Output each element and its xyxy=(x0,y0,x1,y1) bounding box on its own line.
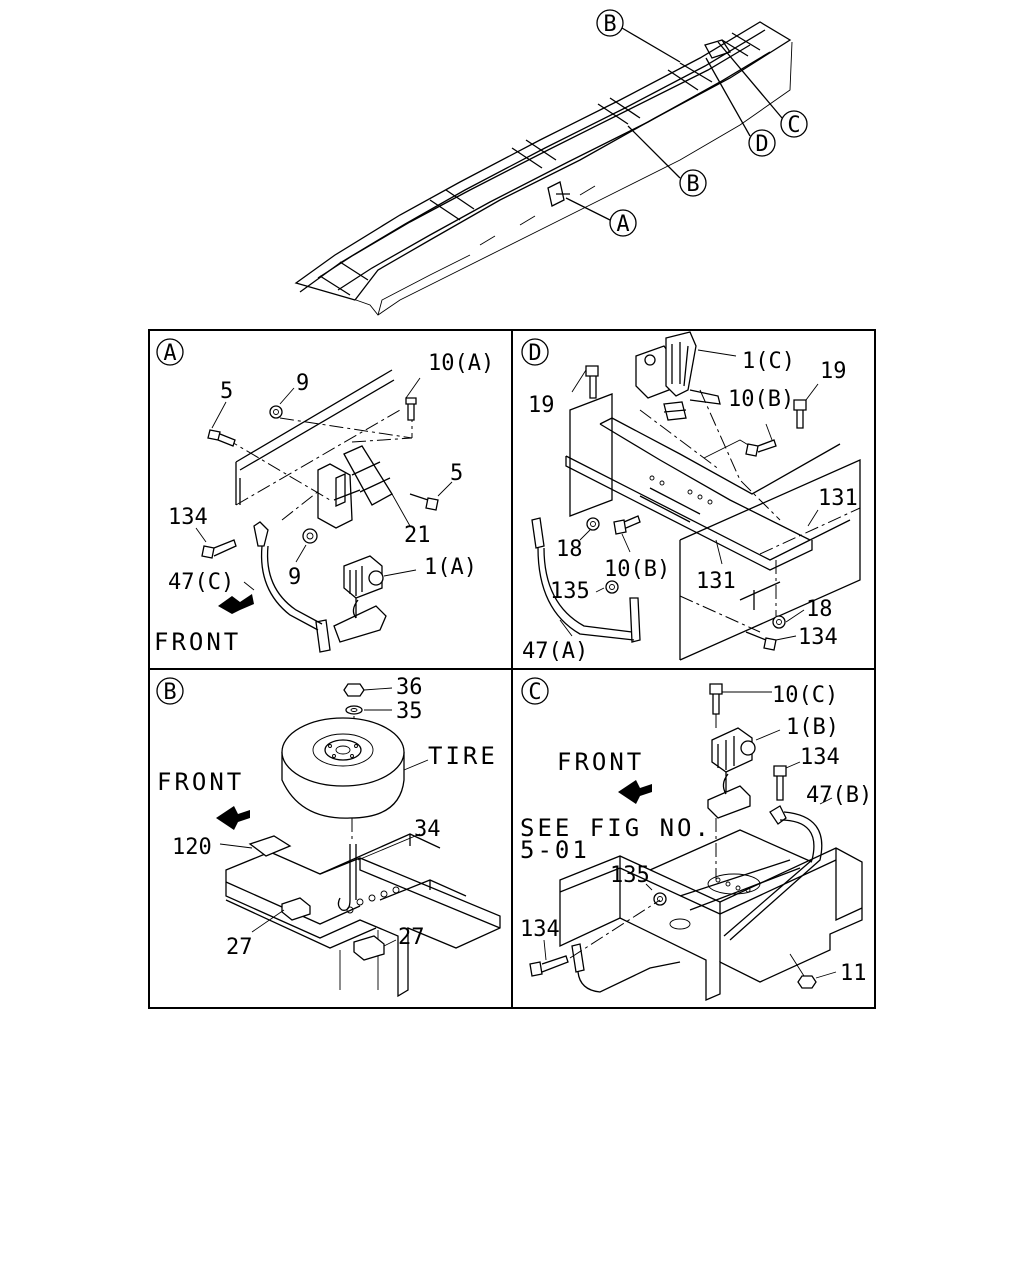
label-9-top: 9 xyxy=(296,371,309,396)
see-fig-number: 5-01 xyxy=(520,836,590,864)
panel-b: B xyxy=(156,675,501,998)
label-131-right: 131 xyxy=(818,486,858,511)
panel-grid xyxy=(148,329,876,1009)
pad-120-icon xyxy=(248,835,292,857)
label-1b: 1(B) xyxy=(786,715,839,740)
label-5-right: 5 xyxy=(450,461,463,486)
front-label-b: FRONT xyxy=(157,768,244,796)
label-134-c-left: 134 xyxy=(520,917,560,942)
callout-a-overview-label: A xyxy=(616,212,629,237)
label-1a: 1(A) xyxy=(424,555,477,580)
label-5-left: 5 xyxy=(220,379,233,404)
label-9-lower: 9 xyxy=(288,565,301,590)
label-47b: 47(B) xyxy=(806,783,872,808)
label-19-right: 19 xyxy=(820,359,847,384)
panel-c-id-circle xyxy=(521,677,549,705)
label-11: 11 xyxy=(840,961,867,986)
nut-36-icon xyxy=(343,683,365,697)
label-19-left: 19 xyxy=(528,393,555,418)
label-135-d: 135 xyxy=(550,579,590,604)
see-fig-label: SEE FIG NO. xyxy=(520,814,712,842)
label-tire: TIRE xyxy=(428,742,498,770)
callout-b-top-label: B xyxy=(603,12,616,37)
label-36: 36 xyxy=(396,675,423,700)
front-arrow-icon xyxy=(218,594,254,614)
callout-b-top xyxy=(596,9,624,37)
nut-11-icon xyxy=(797,975,817,989)
pad-27-right-icon xyxy=(353,935,385,961)
label-18-right: 18 xyxy=(806,597,833,622)
label-10b-upper: 10(B) xyxy=(728,387,794,412)
panel-b-id-circle xyxy=(156,677,184,705)
label-135-c: 135 xyxy=(610,863,650,888)
label-47c: 47(C) xyxy=(168,570,234,595)
label-27-left: 27 xyxy=(226,935,253,960)
washer-35-icon xyxy=(345,705,363,715)
pad-27-left-icon xyxy=(281,897,311,921)
panel-d: D xyxy=(521,331,861,664)
panel-b-id: B xyxy=(163,680,176,705)
front-arrow-b-icon xyxy=(216,806,250,830)
callout-c-overview xyxy=(780,110,808,138)
callout-d-overview-label: D xyxy=(755,132,768,157)
label-10c: 10(C) xyxy=(772,683,838,708)
panel-a-id-circle xyxy=(156,338,184,366)
label-1c: 1(C) xyxy=(742,349,795,374)
callout-c-overview-label: C xyxy=(787,113,800,138)
panel-a: A xyxy=(154,338,494,656)
label-35: 35 xyxy=(396,699,423,724)
label-10b-lower: 10(B) xyxy=(604,557,670,582)
label-21: 21 xyxy=(404,523,431,548)
label-10a: 10(A) xyxy=(428,351,494,376)
callout-a-overview xyxy=(609,209,637,237)
label-131-lower: 131 xyxy=(696,569,736,594)
panel-a-id: A xyxy=(163,341,176,366)
winch-1b-icon xyxy=(711,727,753,773)
overview-callouts: B C D B A xyxy=(565,9,808,237)
panel-d-id: D xyxy=(528,341,541,366)
label-134-c-top: 134 xyxy=(800,745,840,770)
label-18-left: 18 xyxy=(556,537,583,562)
label-34: 34 xyxy=(414,817,441,842)
front-label-a: FRONT xyxy=(154,628,241,656)
label-134-a: 134 xyxy=(168,505,208,530)
spare-tire-icon xyxy=(281,717,405,819)
label-134-d: 134 xyxy=(798,625,838,650)
label-47a: 47(A) xyxy=(522,639,588,664)
callout-d-overview xyxy=(748,129,776,157)
callout-b-mid-label: B xyxy=(686,172,699,197)
panel-d-id-circle xyxy=(521,338,549,366)
front-arrow-c-icon xyxy=(618,780,652,804)
chassis-frame-drawing xyxy=(294,21,793,316)
label-27-right: 27 xyxy=(398,925,425,950)
label-120: 120 xyxy=(172,835,212,860)
panel-c-id: C xyxy=(528,680,541,705)
panel-c: C xyxy=(520,677,872,1001)
callout-b-mid xyxy=(679,169,707,197)
front-label-c: FRONT xyxy=(557,748,644,776)
